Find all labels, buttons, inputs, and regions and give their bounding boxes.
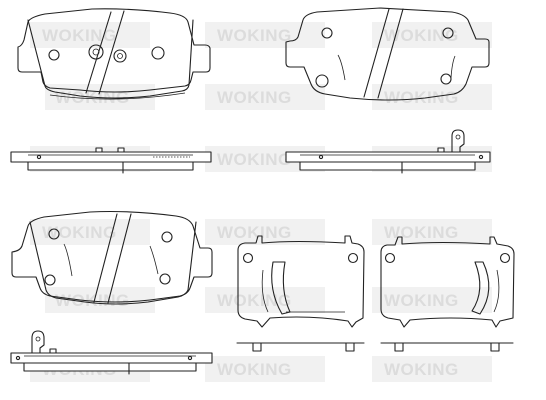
shim-left-hole [242, 252, 254, 264]
shim-left-inner-arc [261, 269, 269, 313]
pad-1-face-view [17, 8, 211, 100]
pad-3-hole [44, 274, 56, 286]
svg-text:WOKING: WOKING [217, 291, 292, 310]
svg-text:WOKING: WOKING [217, 360, 292, 379]
pad-1-side-clip [117, 147, 125, 153]
pad-3-side-plate [10, 352, 213, 364]
shim-right-outline [380, 236, 515, 328]
watermark-layer: WOKING WOKING WOKING WOKING WOKING WOKIN… [30, 22, 492, 382]
pad-2-side-friction [299, 161, 476, 171]
pad-3-hole [161, 231, 173, 243]
shim-right-side-view [380, 342, 514, 352]
pad-3-sensor-slot [149, 245, 159, 275]
shim-right-inner-arc [493, 269, 500, 313]
watermark: WOKING [205, 219, 325, 245]
pad-1-hole-inner [117, 53, 123, 59]
svg-text:WOKING: WOKING [217, 223, 292, 242]
pad-1-hole-inner [92, 48, 100, 56]
pad-1-friction-material [27, 19, 194, 99]
watermark: WOKING [372, 219, 492, 245]
svg-text:WOKING: WOKING [384, 223, 459, 242]
pad-3-face-view [11, 210, 213, 305]
shim-right-hole [499, 252, 511, 264]
watermark: WOKING [205, 356, 325, 382]
pad-3-hole [159, 273, 171, 285]
pad-3-backing-plate [11, 210, 213, 303]
pad-2-backing-plate [285, 7, 490, 101]
pad-2-side-plate [285, 151, 491, 163]
pad-1-side-pin [36, 154, 42, 160]
pad-2-side-pin [478, 154, 484, 160]
svg-text:WOKING: WOKING [42, 223, 117, 242]
pad-1-hole [151, 46, 165, 60]
pad-2-side-view [285, 129, 491, 174]
shim-left-outline [237, 235, 365, 328]
svg-text:WOKING: WOKING [217, 26, 292, 45]
svg-text:WOKING: WOKING [217, 88, 292, 107]
pad-2-side-clip [437, 147, 445, 153]
svg-text:WOKING: WOKING [384, 88, 459, 107]
pad-3-side-pin [187, 355, 193, 361]
svg-text:WOKING: WOKING [55, 291, 130, 310]
shim-right-cutout [471, 261, 490, 315]
watermark: WOKING [205, 287, 325, 313]
pad-2-face-view [285, 7, 490, 101]
pad-3-hole [48, 228, 60, 240]
pad-3-wear-indicator [31, 330, 45, 354]
shim-right-side-tab [394, 342, 404, 352]
pad-3-side-clip [49, 348, 57, 354]
pad-1-friction-edge [49, 92, 186, 100]
shim-right-hole [384, 252, 396, 264]
pad-1-hole [88, 44, 104, 60]
watermark: WOKING [30, 22, 150, 48]
watermark: WOKING [372, 22, 492, 48]
pad-3-side-pin [15, 355, 21, 361]
shim-right-face-view [380, 236, 515, 328]
pad-2-hole [442, 27, 454, 39]
pad-2-wear-indicator [451, 129, 465, 153]
watermark: WOKING [372, 287, 492, 313]
pad-1-slot [98, 10, 125, 95]
pad-1-side-friction [27, 161, 194, 171]
pad-2-slot [363, 8, 390, 98]
pad-1-slot [85, 11, 112, 94]
pad-2-side-pin [318, 154, 324, 160]
pad-1-side-view [10, 147, 212, 174]
pad-3-friction-material [29, 221, 197, 305]
svg-text:WOKING: WOKING [42, 26, 117, 45]
shim-left-face-view [237, 235, 365, 328]
shim-left-hole [347, 252, 359, 264]
shim-right-side-tab [490, 342, 500, 352]
pad-3-wear-indicator-hole [35, 336, 41, 342]
pad-1-backing-plate [17, 8, 211, 93]
watermark: WOKING [30, 219, 150, 245]
pad-3-side-friction [23, 362, 197, 372]
pad-2-sensor-slot [337, 54, 346, 81]
shim-left-side-tab [252, 342, 262, 352]
pad-1-side-clip [95, 147, 103, 153]
pad-1-hole [48, 49, 60, 61]
pad-1-hole [113, 49, 127, 63]
pad-3-sensor-slot [63, 243, 73, 277]
svg-text:WOKING: WOKING [384, 26, 459, 45]
pad-2-sensor-slot [450, 55, 456, 79]
pad-2-slot [377, 8, 404, 99]
svg-text:WOKING: WOKING [384, 360, 459, 379]
pad-2-hole [440, 73, 452, 85]
pad-2-hole [315, 74, 329, 88]
pad-2-hole [321, 27, 333, 39]
pad-2-wear-indicator-hole [455, 134, 461, 140]
watermark: WOKING [205, 84, 325, 110]
pad-3-side-view [10, 330, 213, 375]
svg-text:WOKING: WOKING [384, 291, 459, 310]
pad-3-slot [107, 213, 132, 304]
shim-left-side-view [236, 342, 365, 352]
watermark: WOKING [45, 287, 155, 313]
pad-3-slot [93, 213, 118, 303]
svg-text:WOKING: WOKING [217, 150, 292, 169]
watermark: WOKING [205, 22, 325, 48]
shim-left-side-tab [345, 342, 355, 352]
watermark: WOKING [372, 356, 492, 382]
